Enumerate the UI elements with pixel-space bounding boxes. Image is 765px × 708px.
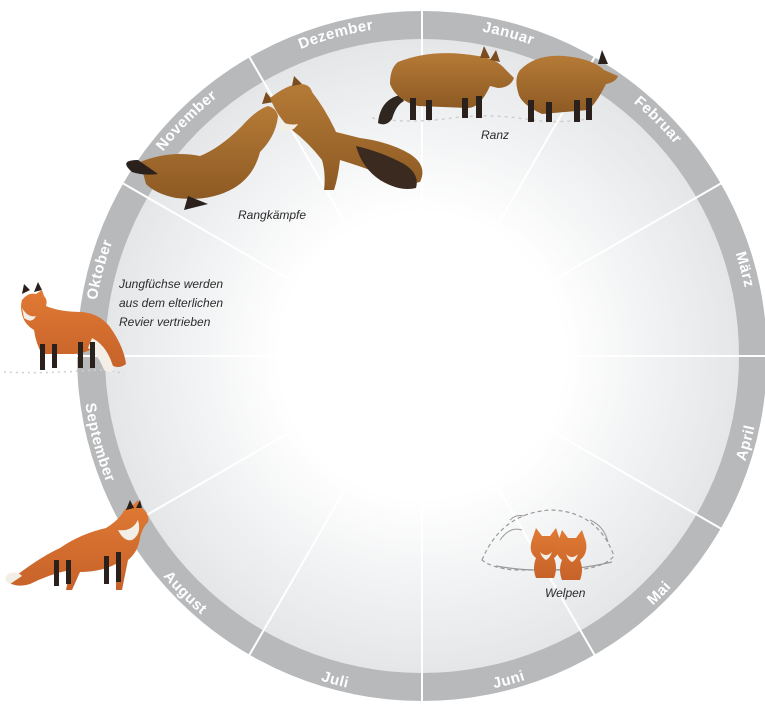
caption-jungfuechse-line-2: aus dem elterlichen [119, 296, 223, 310]
caption-rangkaempfe: Rangkämpfe [238, 208, 306, 222]
caption-jungfuechse-line-3: Revier vertrieben [119, 315, 211, 329]
adult-fox-icon [5, 500, 148, 590]
caption-jungfuechse: Jungfüchse werden aus dem elterlichen Re… [118, 277, 223, 329]
caption-jungfuechse-line-1: Jungfüchse werden [118, 277, 223, 291]
caption-ranz: Ranz [481, 128, 509, 142]
caption-welpen: Welpen [545, 586, 586, 600]
